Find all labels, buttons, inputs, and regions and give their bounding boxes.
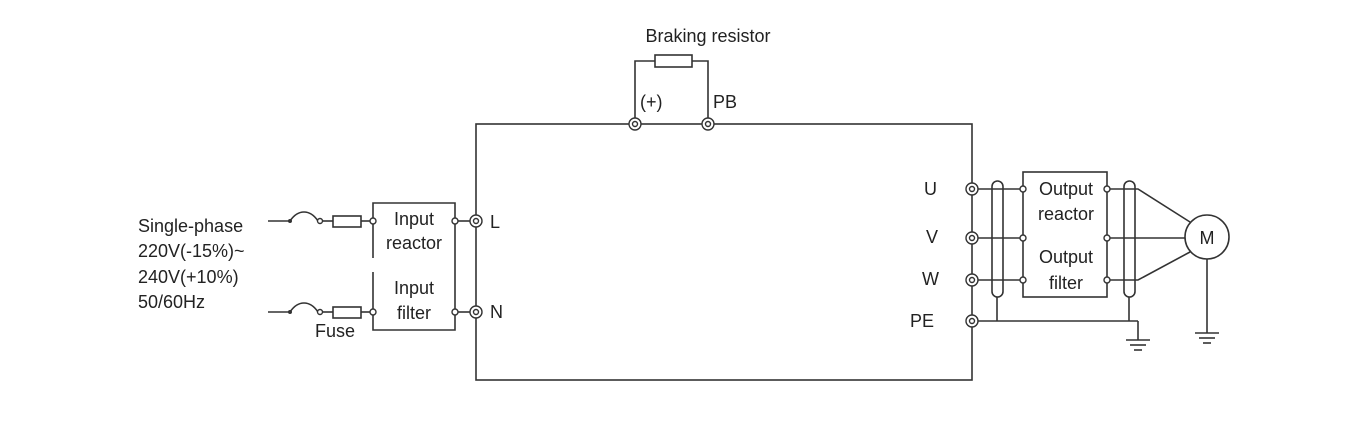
supply-voltage-min: 220V(-15%)~	[138, 241, 245, 261]
braking-resistor-label: Braking resistor	[645, 26, 770, 46]
pb-terminal-label: PB	[713, 92, 737, 112]
terminal-pe-label: PE	[910, 311, 934, 331]
input-reactor-label-1: Input	[394, 209, 434, 229]
output-reactor-label-1: Output	[1039, 179, 1093, 199]
plus-terminal-label: (+)	[640, 92, 663, 112]
fuse-label: Fuse	[315, 321, 355, 341]
braking-resistor: Braking resistor (+) PB	[628, 26, 771, 131]
terminal-u-label: U	[924, 179, 937, 199]
input-filter-label-1: Input	[394, 278, 434, 298]
output-filter-label-1: Output	[1039, 247, 1093, 267]
ground-icon	[1126, 339, 1150, 351]
output-filter-label-2: filter	[1049, 273, 1083, 293]
terminal-n-label: N	[490, 302, 503, 322]
supply-label: Single-phase	[138, 216, 243, 236]
ground-icon	[1195, 332, 1219, 344]
input-filter-label-2: filter	[397, 303, 431, 323]
supply-frequency: 50/60Hz	[138, 292, 205, 312]
supply-voltage-max: 240V(+10%)	[138, 267, 239, 287]
terminal-w-label: W	[922, 269, 939, 289]
terminal-v-label: V	[926, 227, 938, 247]
motor-label: M	[1200, 228, 1215, 248]
input-reactor-label-2: reactor	[386, 233, 442, 253]
output-reactor-label-2: reactor	[1038, 204, 1094, 224]
input-section: Single-phase 220V(-15%)~ 240V(+10%) 50/6…	[138, 202, 503, 341]
output-section: U V W PE Output reactor Output filter M	[910, 171, 1230, 351]
drive-box	[475, 123, 973, 381]
motor: M	[1184, 214, 1230, 260]
terminal-l-label: L	[490, 212, 500, 232]
